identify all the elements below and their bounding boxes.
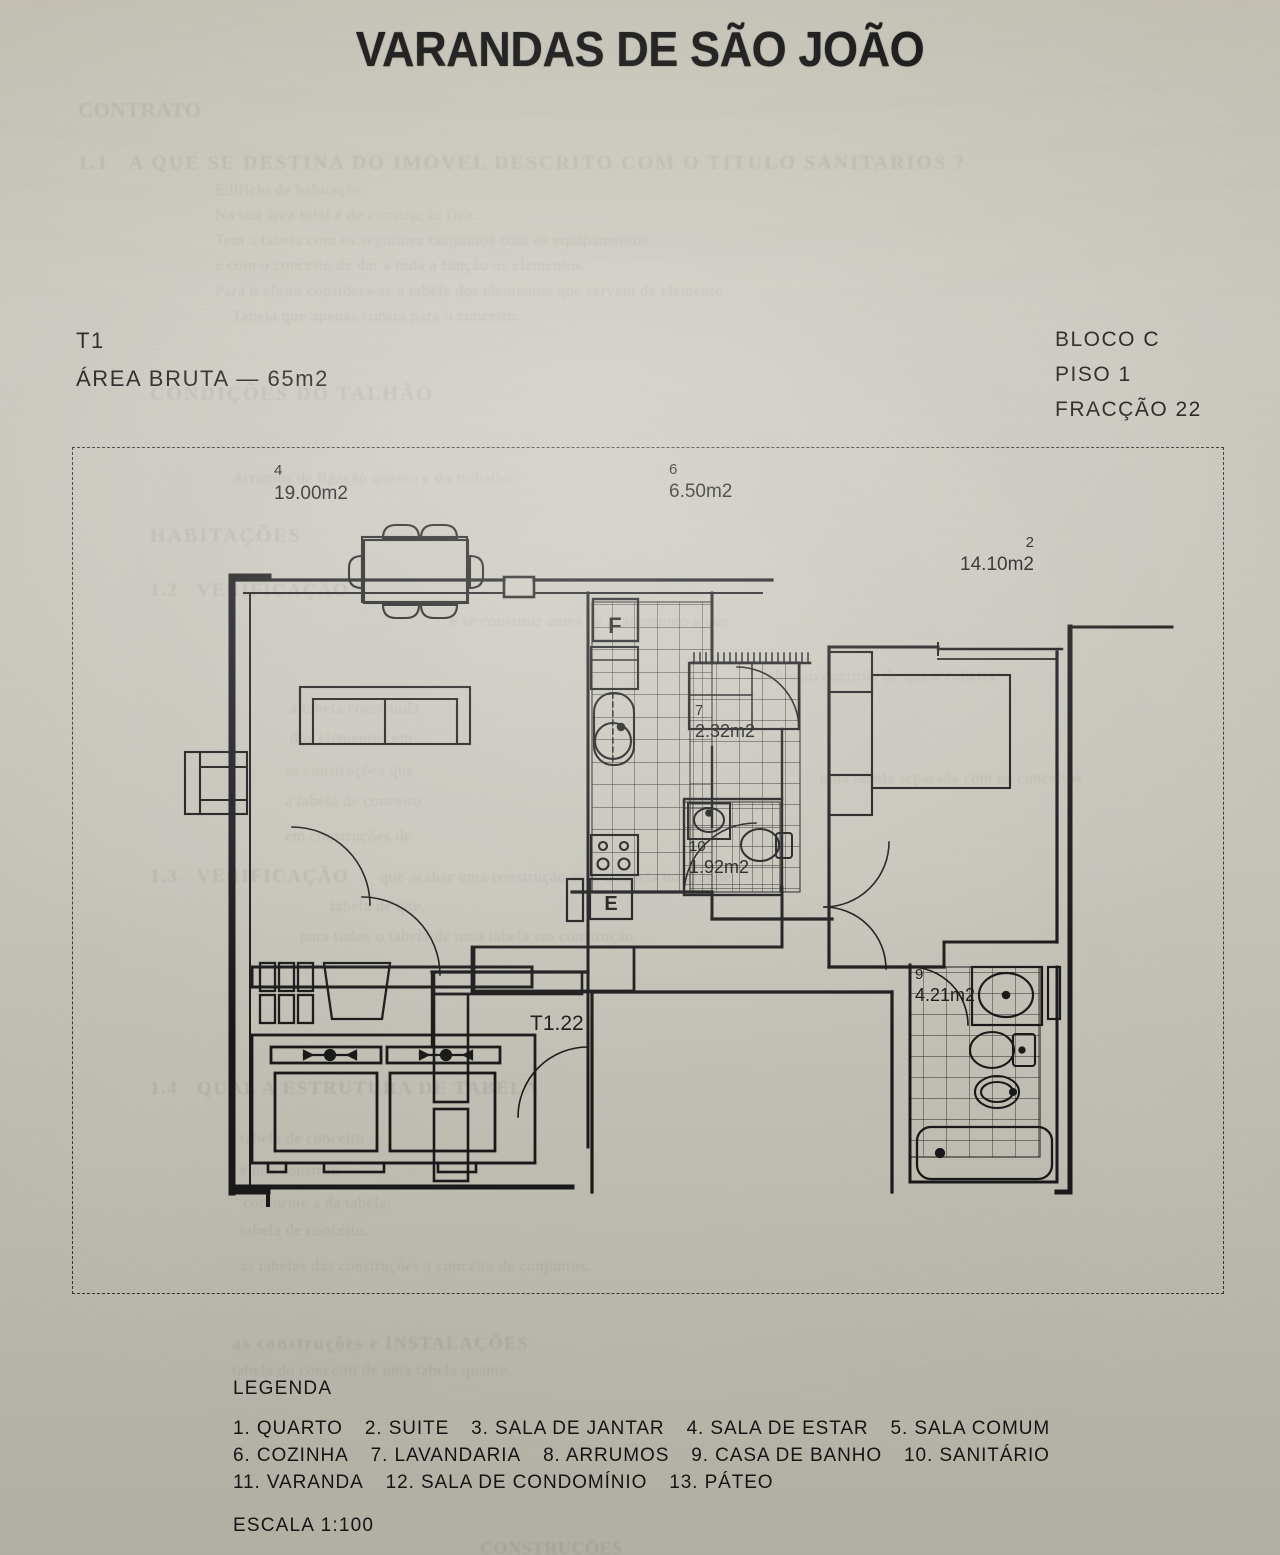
room-label-2-number: 2: [1026, 534, 1034, 551]
legend-item-label: COZINHA: [256, 1445, 349, 1466]
legend-item-label: SALA DE ESTAR: [710, 1418, 869, 1439]
room-label-9-area: 4.21m2: [915, 985, 975, 1005]
legend-item: 12. SALA DE CONDOMÍNIO: [386, 1472, 648, 1493]
legend-item-label: SANITÁRIO: [939, 1445, 1050, 1466]
legend-item-number: 2.: [364, 1418, 383, 1439]
legend-item-number: 8.: [543, 1445, 561, 1466]
header-left-meta: T1 ÁREA BRUTA — 65m2: [76, 322, 329, 398]
legend-item-label: SUITE: [388, 1418, 450, 1439]
room-label-2-area: 14.10m2: [960, 554, 1034, 575]
legend-item-label: SALA DE JANTAR: [494, 1418, 665, 1439]
legend-item: 5. SALA COMUM: [891, 1418, 1051, 1439]
legend-item: 1. QUARTO: [233, 1418, 343, 1439]
legend-item-number: 6.: [233, 1445, 251, 1466]
bleed-through-text: Para o efeito considera-se a tabela dos …: [215, 283, 724, 300]
legend-item-number: 13.: [669, 1472, 699, 1493]
document-title: VARANDAS DE SÃO JOÃO: [355, 23, 925, 77]
bleed-through-text: Edificio de habitação.: [215, 182, 366, 199]
room-label-4-number: 4: [274, 462, 282, 479]
scale-label: ESCALA 1:100: [233, 1515, 375, 1536]
legend-item: 11. VARANDA: [233, 1472, 364, 1493]
legend-item: 10. SANITÁRIO: [904, 1445, 1050, 1466]
legend-item-number: 10.: [904, 1445, 934, 1466]
legend-item-number: 4.: [686, 1418, 705, 1439]
block-label: BLOCO C: [1055, 328, 1161, 351]
legend-item-number: 9.: [691, 1445, 709, 1466]
marker-heater-label: E: [604, 893, 617, 915]
legend-item: 4. SALA DE ESTAR: [687, 1418, 869, 1439]
room-label-9-number: 9: [915, 966, 923, 983]
room-label-7-area: 2.32m2: [695, 721, 755, 741]
bleed-through-text: as construções e INSTALAÇÕES: [232, 1333, 530, 1353]
legend-item-number: 1.: [233, 1418, 251, 1439]
room-label-6-area: 6.50m2: [669, 481, 732, 502]
legend-title: LEGENDA: [233, 1378, 333, 1399]
bleed-through-text: Na sua área total é de construção fica.: [215, 207, 478, 224]
floor-plan-drawing: 4 19.00m2 6 6.50m2 2 14.10m2 7 2.32m2 10…: [183, 461, 1174, 1207]
unit-code-label: T1.22: [530, 1012, 584, 1035]
legend-item-label: SALA DE CONDOMÍNIO: [420, 1472, 648, 1493]
bleed-through-text: CONTRATO: [78, 98, 202, 122]
legend-row: 11. VARANDA 12. SALA DE CONDOMÍNIO 13. PÁT…: [233, 1469, 1072, 1496]
bleed-through-text: Tem a tabela com os seguintes conjuntos …: [215, 232, 649, 249]
room-label-6-number: 6: [669, 461, 677, 478]
legend-item: 13. PÁTEO: [669, 1472, 773, 1493]
floor-label: PISO 1: [1055, 363, 1132, 386]
legend-item: 7. LAVANDARIA: [371, 1445, 521, 1466]
legend-item-number: 11.: [233, 1472, 261, 1493]
legend-item: 6. COZINHA: [233, 1445, 349, 1466]
room-label-7-number: 7: [695, 702, 703, 719]
legend-item-label: QUARTO: [256, 1418, 343, 1439]
gross-area-label: ÁREA BRUTA — 65m2: [76, 366, 329, 391]
legend-item: 2. SUITE: [365, 1418, 449, 1439]
legend-item: 9. CASA DE BANHO: [691, 1445, 882, 1466]
legend-item-label: LAVANDARIA: [394, 1445, 522, 1466]
legend-item-number: 7.: [370, 1445, 389, 1466]
marker-fridge-label: F: [608, 613, 621, 638]
legend-item-number: 5.: [890, 1418, 909, 1439]
legend-item: 8. ARRUMOS: [543, 1445, 669, 1466]
bleed-through-text: CONSTRUÇÕES: [480, 1538, 623, 1555]
legend-item-label: VARANDA: [266, 1472, 364, 1493]
legend-row: 6. COZINHA 7. LAVANDARIA 8. ARRUMOS 9. CASA…: [233, 1442, 1072, 1469]
room-label-10-number: 10: [689, 838, 706, 855]
bleed-through-text: 1.1 A QUE SE DESTINA DO IMOVEL DESCRITO …: [78, 152, 967, 174]
fraction-label: FRACÇÃO 22: [1055, 398, 1202, 421]
header-right-meta: BLOCO C PISO 1 FRACÇÃO 22: [1055, 322, 1202, 427]
legend-item-label: SALA COMUM: [914, 1418, 1051, 1439]
legend-item-number: 3.: [471, 1418, 489, 1439]
legend-row: 1. QUARTO 2. SUITE 3. SALA DE JANTAR 4. SAL…: [233, 1415, 1072, 1442]
room-label-4-area: 19.00m2: [274, 483, 348, 504]
room-label-10-area: 1.92m2: [689, 857, 749, 877]
legend: LEGENDA 1. QUARTO 2. SUITE 3. SALA DE JANT…: [233, 1378, 1072, 1496]
legend-item-number: 12.: [385, 1472, 415, 1493]
legend-item: 3. SALA DE JANTAR: [471, 1418, 664, 1439]
bleed-through-text: e com o conceito de dar a toda a função …: [215, 257, 587, 274]
legend-item-label: CASA DE BANHO: [715, 1445, 883, 1466]
typology-label: T1: [76, 328, 105, 353]
legend-item-label: ARRUMOS: [565, 1445, 670, 1466]
legend-item-label: PÁTEO: [704, 1472, 774, 1493]
